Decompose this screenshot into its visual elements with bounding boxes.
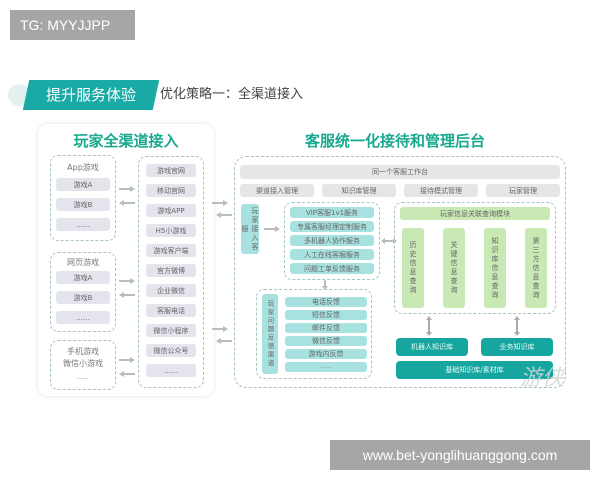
app-game-b: 游戏B [56, 198, 110, 211]
arrow-updown-icon [426, 316, 432, 336]
channel-item: …… [146, 364, 196, 377]
feedback-group [256, 289, 372, 379]
channel-item: 移动官网 [146, 184, 196, 197]
watermark-top: TG: MYYJJPP [10, 10, 135, 40]
base-knowledge-base: 基础知识库/素材库 [396, 361, 553, 379]
mgmt-players: 玩家管理 [486, 184, 560, 197]
service-item: VIP客服1v1服务 [290, 207, 374, 218]
query-history: 历史信息查询 [402, 228, 424, 308]
watermark-bottom: www.bet-yonglihuanggong.com [330, 440, 590, 470]
arrow-right-icon [264, 226, 280, 232]
service-item: 人工在线客服服务 [290, 249, 374, 260]
group-web-games-label: 网页游戏 [67, 258, 99, 267]
group-web-games [50, 252, 116, 332]
feedback-label: 玩家问题反馈渠道 [262, 294, 278, 374]
arrow-down-icon [322, 280, 328, 290]
channel-item: 企业微信 [146, 284, 196, 297]
service-item: 多机器人协作服务 [290, 235, 374, 246]
mgmt-channel-access: 渠道接入管理 [240, 184, 314, 197]
web-game-more: …… [56, 311, 110, 324]
group-app-games [50, 155, 116, 241]
robot-knowledge-base: 机器人知识库 [396, 338, 468, 356]
group-app-games-label: App游戏 [67, 163, 99, 172]
arrow-right-icon [119, 278, 135, 284]
app-game-more: …… [56, 218, 110, 231]
mgmt-reception-mode: 接待模式管理 [404, 184, 478, 197]
business-knowledge-base: 业务知识库 [481, 338, 553, 356]
arrow-left-icon [119, 292, 135, 298]
header-badge-text: 提升服务体验 [45, 86, 136, 104]
group-mobile-games-label: 手机游戏 微信小游戏 [63, 347, 103, 368]
channel-item: 游戏APP [146, 204, 196, 217]
feedback-item: 短信反馈 [285, 310, 367, 320]
mgmt-knowledge-base: 知识库管理 [322, 184, 396, 197]
backend-panel [234, 156, 566, 388]
arrow-left-icon [119, 371, 135, 377]
arrow-bidirectional-icon [381, 238, 397, 244]
channel-item: 客服电话 [146, 304, 196, 317]
query-key-info: 关键信息查询 [443, 228, 465, 308]
header-badge: 提升服务体验 [22, 80, 160, 110]
group-mobile-games [50, 340, 116, 390]
service-item: 问题工单反馈服务 [290, 263, 374, 274]
query-knowledge: 知识库信息查询 [484, 228, 506, 308]
web-game-a: 游戏A [56, 271, 110, 284]
query-third-party: 第三方信息查询 [525, 228, 547, 308]
query-module-group [394, 202, 556, 314]
feedback-item: 游戏内反馈 [285, 349, 367, 359]
player-entry-label: 玩家接入客服 [241, 204, 259, 254]
right-panel-title: 客服统一化接待和管理后台 [304, 132, 485, 150]
feedback-item: 邮件反馈 [285, 323, 367, 333]
arrow-right-icon [212, 200, 228, 206]
channel-item: 微信小程序 [146, 324, 196, 337]
services-group [284, 202, 380, 280]
unified-workbench: 同一个客服工作台 [240, 165, 560, 179]
header-subtitle: 优化策略一：全渠道接入 [160, 87, 304, 102]
channel-item: 游戏客户端 [146, 244, 196, 257]
web-game-b: 游戏B [56, 291, 110, 304]
channel-item: 游戏官网 [146, 164, 196, 177]
channel-item: 微信公众号 [146, 344, 196, 357]
query-module-title: 玩家信息关联查询模块 [400, 207, 550, 220]
mobile-games-more: …… [77, 374, 89, 381]
arrow-right-icon [119, 357, 135, 363]
channels-column [138, 156, 204, 388]
arrow-left-icon [216, 212, 232, 218]
service-item: 专属客服经理定制服务 [290, 221, 374, 232]
feedback-item: 电话反馈 [285, 297, 367, 307]
feedback-item: …… [285, 362, 367, 372]
app-game-a: 游戏A [56, 178, 110, 191]
arrow-left-icon [216, 338, 232, 344]
arrow-left-icon [119, 200, 135, 206]
channel-item: 官方微博 [146, 264, 196, 277]
feedback-item: 微信反馈 [285, 336, 367, 346]
arrow-right-icon [119, 186, 135, 192]
arrow-right-icon [212, 326, 228, 332]
left-panel-title: 玩家全渠道接入 [73, 132, 179, 150]
arrow-updown-icon [514, 316, 520, 336]
site-logo: 游侠 [520, 366, 565, 391]
channel-item: H5小游戏 [146, 224, 196, 237]
